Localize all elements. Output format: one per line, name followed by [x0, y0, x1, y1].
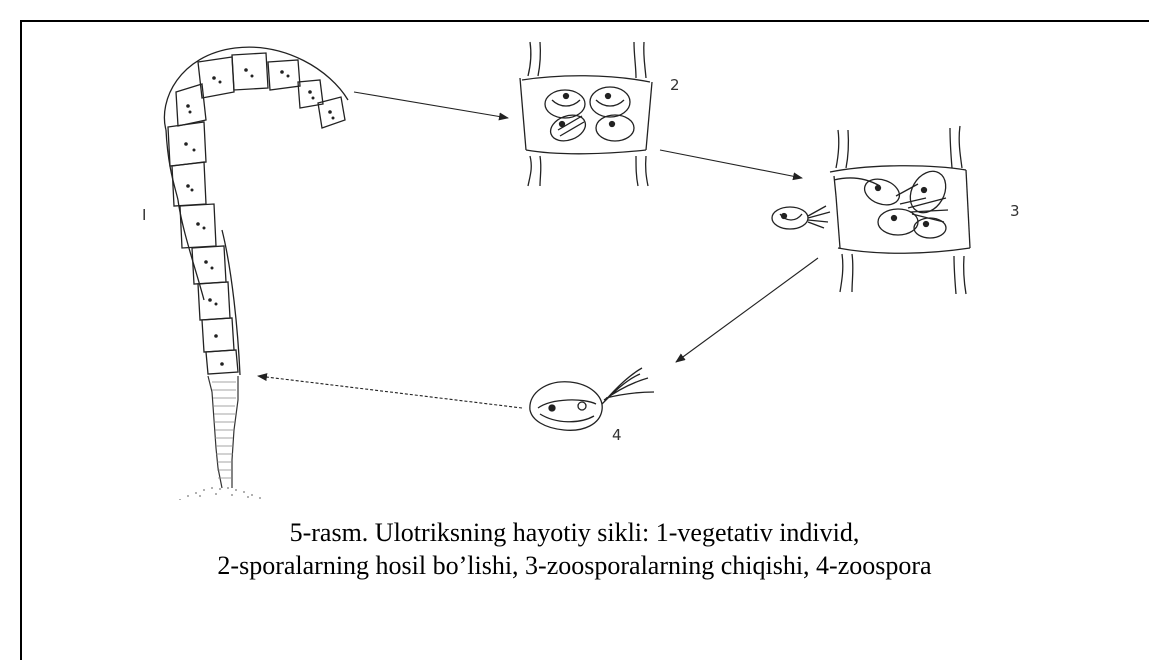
arrow-2-to-3 [660, 150, 802, 178]
cell-nuclei [184, 68, 334, 366]
label-stage-2: 2 [670, 76, 680, 94]
basal-stalk [208, 376, 238, 488]
free-zoospore [530, 368, 654, 430]
arrow-1-to-2 [354, 92, 508, 118]
life-cycle-diagram: I 2 [0, 0, 1149, 500]
zoospore-release-cell [772, 126, 970, 294]
arrow-3-to-4 [676, 258, 818, 362]
caption-line-1: 5-rasm. Ulotriksning hayotiy sikli: 1-ve… [0, 516, 1149, 549]
caption-line-2: 2-sporalarning hosil bo’lishi, 3-zoospor… [0, 549, 1149, 582]
holdfast [179, 487, 261, 500]
arrow-4-to-1 [258, 376, 522, 408]
vegetative-filament [164, 47, 348, 500]
cycle-arrows [258, 92, 818, 408]
filament-cells [164, 47, 348, 375]
label-stage-1: I [142, 206, 146, 224]
sporangium-cell [520, 42, 652, 186]
label-stage-3: 3 [1010, 202, 1020, 220]
label-stage-4: 4 [612, 426, 622, 444]
figure-caption: 5-rasm. Ulotriksning hayotiy sikli: 1-ve… [0, 516, 1149, 582]
